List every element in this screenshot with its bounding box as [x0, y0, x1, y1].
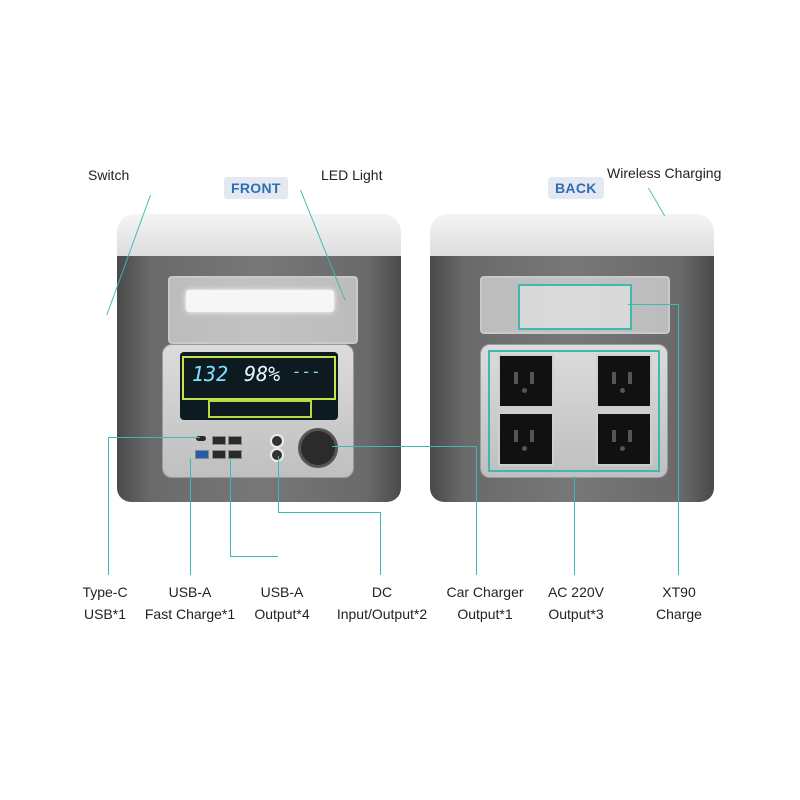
wireless-charging-label: Wireless Charging	[607, 165, 722, 181]
type-c-port	[196, 436, 206, 441]
outlet-slot	[514, 430, 518, 442]
callout-title: Type-C	[82, 584, 128, 600]
switch-label: Switch	[88, 167, 130, 183]
callout-xt90: XT90 Charge	[648, 584, 710, 622]
back-top-cap	[430, 214, 714, 264]
callout-title: XT90	[662, 584, 696, 600]
callout-ac: AC 220V Output*3	[538, 584, 614, 622]
car-charger-line-v	[476, 446, 477, 575]
ac-outlet-2	[596, 354, 652, 408]
usb-a-port-2	[228, 436, 242, 445]
lcd-left-value: 132	[192, 362, 229, 386]
lcd-percent: 98%	[244, 362, 281, 386]
front-badge: FRONT	[224, 177, 288, 199]
lcd-right-value: ---	[292, 362, 321, 381]
usb-a-port-1	[212, 436, 226, 445]
callout-subtitle: USB*1	[83, 606, 127, 622]
callout-type-c: Type-C USB*1	[70, 584, 140, 622]
callout-title: USB-A	[260, 584, 304, 600]
car-charger-port	[298, 428, 338, 468]
callout-subtitle: Input/Output*2	[336, 606, 428, 622]
usb-a-line-v	[230, 458, 231, 556]
car-charger-line-h	[332, 446, 476, 447]
callout-title: AC 220V	[547, 584, 605, 600]
outlet-slot	[514, 372, 518, 384]
ac-outlet-1	[498, 354, 554, 408]
front-top-cap	[117, 214, 401, 264]
outlet-ground	[620, 446, 625, 451]
callout-title: Car Charger	[446, 584, 524, 600]
usb-fast-line	[190, 458, 191, 575]
callout-subtitle: Charge	[656, 606, 702, 622]
wireless-line	[648, 188, 666, 216]
callout-car-charger: Car Charger Output*1	[440, 584, 530, 622]
dc-line-v2	[380, 512, 381, 575]
ac-line	[574, 476, 575, 575]
lcd-highlight-box	[182, 356, 336, 400]
callout-title: DC	[371, 584, 393, 600]
dc-line-h	[278, 512, 380, 513]
back-badge: BACK	[548, 177, 604, 199]
type-c-line-v	[108, 437, 109, 575]
xt90-line-v	[678, 304, 679, 575]
outlet-slot	[612, 430, 616, 442]
usb-a-line-h	[230, 556, 278, 557]
ac-outlet-3	[498, 412, 554, 466]
outlet-slot	[628, 430, 632, 442]
outlet-slot	[628, 372, 632, 384]
led-light-bar	[186, 290, 334, 312]
dc-line-v1	[278, 456, 279, 512]
callout-usb-a-output: USB-A Output*4	[244, 584, 320, 622]
outlet-slot	[530, 372, 534, 384]
callout-subtitle: Fast Charge*1	[144, 606, 236, 622]
callout-subtitle: Output*1	[457, 606, 513, 622]
outlet-ground	[522, 446, 527, 451]
dc-port-2	[270, 448, 284, 462]
ac-outlet-4	[596, 412, 652, 466]
ac-outlet-highlight	[488, 350, 660, 472]
wireless-charging-pad	[518, 284, 632, 330]
type-c-line-h	[108, 437, 200, 438]
usb-a-fast-port	[195, 450, 209, 459]
dc-port-1	[270, 434, 284, 448]
lcd-screen: 132 98% ---	[180, 352, 338, 420]
callout-dc: DC Input/Output*2	[326, 584, 438, 622]
outlet-slot	[530, 430, 534, 442]
outlet-slot	[612, 372, 616, 384]
xt90-line-h	[628, 304, 678, 305]
outlet-ground	[620, 388, 625, 393]
callout-subtitle: Output*3	[548, 606, 604, 622]
lcd-status-box	[208, 400, 312, 418]
callout-title: USB-A	[168, 584, 212, 600]
led-light-label: LED Light	[321, 167, 383, 183]
callout-usb-a-fast: USB-A Fast Charge*1	[138, 584, 242, 622]
usb-a-port-3	[212, 450, 226, 459]
outlet-ground	[522, 388, 527, 393]
usb-a-port-4	[228, 450, 242, 459]
callout-subtitle: Output*4	[254, 606, 310, 622]
